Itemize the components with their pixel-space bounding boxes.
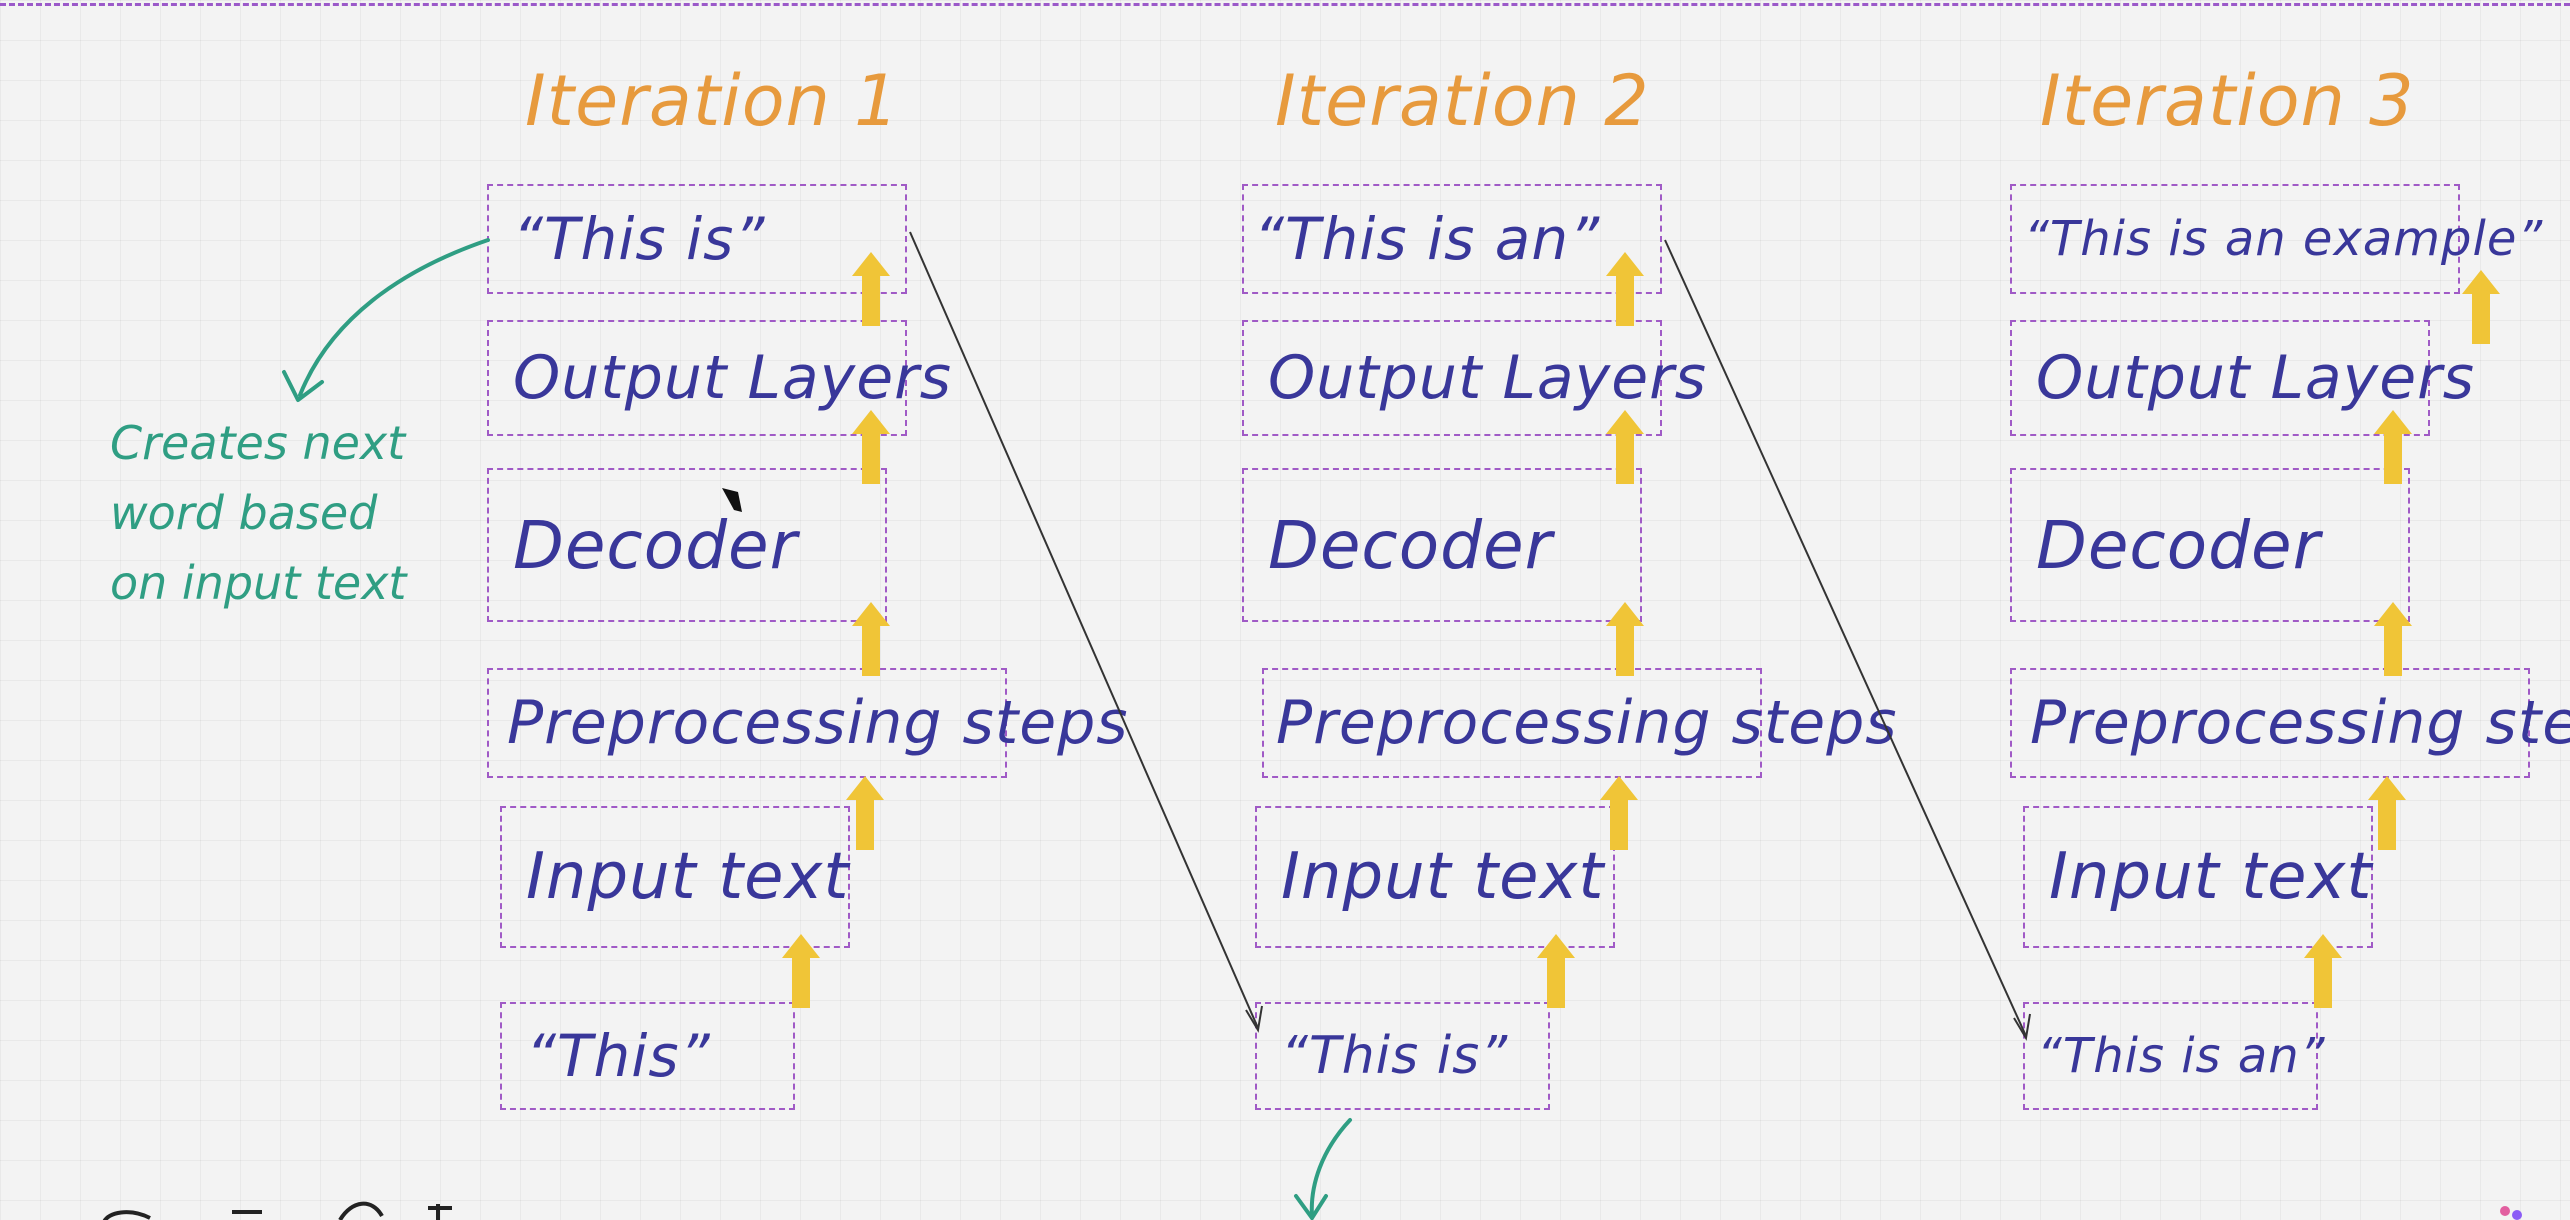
iteration-2-input-text: “This is” [1281, 1026, 1509, 1086]
iteration-3-input-text-label: Input text [2049, 840, 2373, 914]
iteration-3-up-arrow-4 [2368, 776, 2406, 850]
pen-cursor-icon [722, 488, 742, 512]
iteration-3-up-arrow-5 [2304, 934, 2342, 1008]
iteration-3-up-arrow-3 [2374, 602, 2412, 676]
annotation-curved-arrow [298, 238, 490, 397]
iteration-2-output-layers-label: Output Layers [1268, 343, 1708, 413]
iteration-3-up-arrow-2 [2374, 410, 2412, 484]
iteration-1-output-layers-label: Output Layers [513, 343, 953, 413]
iteration-2-up-arrow-1 [1606, 252, 1644, 326]
feedback-arrow-2-head [2013, 1013, 2031, 1041]
iteration-3-up-arrow-1 [2462, 270, 2500, 344]
feedback-arrow-1-head [1245, 1005, 1263, 1033]
annotation-line-1: Creates next [110, 416, 406, 470]
iteration-1-input-box: “This” [500, 1002, 795, 1110]
cutoff-handwriting-4 [428, 1204, 452, 1220]
iteration-2-output-box: “This is an” [1242, 184, 1662, 294]
iteration-3-input-text: “This is an” [2037, 1028, 2326, 1084]
iteration-1-up-arrow-2 [852, 410, 890, 484]
iteration-2-decoder-box: Decoder [1242, 468, 1642, 622]
iteration-3-input-text-box: Input text [2023, 806, 2373, 948]
iteration-2-input-text-label: Input text [1281, 840, 1605, 914]
iteration-2-up-arrow-2 [1606, 410, 1644, 484]
iteration-2-input-box: “This is” [1255, 1002, 1550, 1110]
iteration-2-output-text: “This is an” [1254, 205, 1601, 273]
bottom-green-arrow-head [1294, 1194, 1328, 1220]
iteration-1-input-text: “This” [526, 1022, 711, 1090]
iteration-2-up-arrow-5 [1537, 934, 1575, 1008]
iteration-1-title: Iteration 1 [525, 60, 900, 142]
iteration-2-up-arrow-3 [1606, 602, 1644, 676]
cutoff-handwriting-2 [338, 1201, 384, 1220]
corner-logo-dot-2 [2512, 1210, 2522, 1220]
iteration-2-input-text-box: Input text [1255, 806, 1615, 948]
iteration-1-output-layers-box: Output Layers [487, 320, 951, 436]
iteration-1-decoder-label: Decoder [513, 506, 798, 584]
iteration-3-title: Iteration 3 [2040, 60, 2415, 142]
iteration-2-title: Iteration 2 [1275, 60, 1650, 142]
iteration-1-preprocessing-box: Preprocessing steps [487, 668, 1128, 778]
iteration-3-output-box: “This is an example” [2010, 184, 2542, 294]
feedback-arrow-1 [909, 231, 1259, 1029]
feedback-arrow-2 [1664, 239, 2027, 1037]
iteration-3-output-layers-box: Output Layers [2010, 320, 2474, 436]
iteration-3-decoder-box: Decoder [2010, 468, 2410, 622]
iteration-2-preprocessing-box: Preprocessing steps [1262, 668, 1897, 778]
annotation-line-3: on input text [110, 556, 407, 610]
iteration-1-preprocessing-label: Preprocessing steps [507, 688, 1129, 758]
iteration-2-up-arrow-4 [1600, 776, 1638, 850]
iteration-2-output-layers-box: Output Layers [1242, 320, 1706, 436]
iteration-1-up-arrow-4 [846, 776, 884, 850]
iteration-1-up-arrow-3 [852, 602, 890, 676]
cutoff-handwriting-1 [102, 1210, 151, 1220]
iteration-1-output-text: “This is” [513, 205, 766, 273]
iteration-1-up-arrow-5 [782, 934, 820, 1008]
iteration-2-decoder-label: Decoder [1268, 506, 1553, 584]
iteration-1-decoder-box: Decoder [487, 468, 887, 622]
corner-logo-dot-1 [2500, 1206, 2510, 1216]
iteration-1-input-text-box: Input text [500, 806, 850, 948]
iteration-3-output-text: “This is an example” [2024, 211, 2544, 267]
iteration-3-preprocessing-box: Preprocessing steps [2010, 668, 2570, 778]
annotation-line-2: word based [110, 486, 378, 540]
iteration-1-up-arrow-1 [852, 252, 890, 326]
iteration-3-input-box: “This is an” [2023, 1002, 2325, 1110]
iteration-3-preprocessing-label: Preprocessing steps [2030, 688, 2570, 758]
iteration-3-output-layers-label: Output Layers [2036, 343, 2476, 413]
iteration-1-input-text-label: Input text [526, 840, 850, 914]
bottom-green-arrow [1309, 1118, 1352, 1218]
annotation-arrow-head [282, 370, 324, 402]
iteration-3-decoder-label: Decoder [2036, 506, 2321, 584]
iteration-2-preprocessing-label: Preprocessing steps [1276, 688, 1898, 758]
top-dashed-rule [0, 3, 2570, 6]
